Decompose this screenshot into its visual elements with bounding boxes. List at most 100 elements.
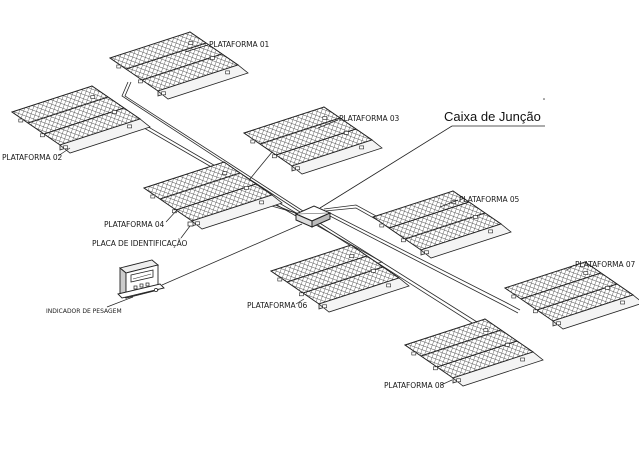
platform-02-foot: [127, 124, 132, 129]
platform-02-module-joint: [43, 107, 125, 135]
id-plate-label: PLACA DE IDENTIFICAÇÃO: [92, 239, 188, 248]
label-platform-06: PLATAFORMA 06: [247, 301, 308, 310]
platform-03-module-joint: [275, 128, 357, 156]
label-platform-08: PLATAFORMA 08: [384, 381, 445, 390]
platform-03-foot: [344, 131, 349, 135]
platform-04-foot: [259, 200, 264, 205]
stray-dot: [543, 98, 545, 100]
platform-04-foot: [222, 171, 228, 175]
leader-platform-03: [317, 119, 339, 129]
platform-05-foot: [401, 238, 406, 243]
platform-07-foot: [556, 321, 561, 326]
platform-labels: PLATAFORMA 01 PLATAFORMA 02 PLATAFORMA 0…: [2, 40, 636, 390]
platform-01-module-joint: [125, 42, 207, 70]
platform-03-foot: [359, 145, 364, 150]
indicator-leader: [106, 296, 134, 308]
platform-05: [371, 190, 512, 259]
platform-01-foot: [116, 64, 122, 69]
platform-04-module-joint: [175, 183, 257, 211]
platform-08-foot: [433, 366, 438, 371]
platform-08-foot: [520, 357, 525, 362]
platform-06: [269, 244, 410, 313]
label-platform-04: PLATAFORMA 04: [104, 220, 165, 229]
platforms-group: [10, 31, 639, 387]
junction-box: [294, 205, 332, 228]
junction-box-label: Caixa de Junção: [444, 109, 541, 124]
platform-08-module-joint: [436, 340, 518, 368]
platform-06-module-joint: [302, 266, 384, 294]
platform-05-foot: [424, 250, 429, 255]
platform-05-foot: [379, 223, 385, 228]
platform-01-foot: [188, 41, 194, 45]
platform-08-foot: [505, 343, 510, 347]
platform-01-foot: [138, 79, 143, 84]
platform-03: [242, 106, 383, 175]
platform-03-foot: [250, 139, 256, 144]
platform-06-foot: [371, 269, 376, 273]
indicator-label: INDICADOR DE PESAGEM: [46, 308, 122, 315]
id-plate-marker: [187, 221, 194, 227]
platform-07-foot: [533, 309, 538, 314]
platform-06-foot: [349, 254, 355, 258]
platform-01-foot: [210, 56, 215, 60]
platform-03-module-joint: [259, 117, 341, 145]
platform-05-foot: [488, 229, 493, 234]
platform-07-ramp: [552, 294, 639, 330]
leader-platform-06: [295, 298, 305, 305]
platform-08-foot: [483, 328, 489, 332]
platform-07-foot: [583, 271, 589, 275]
cable-indicator: [161, 223, 303, 286]
platform-06-foot: [299, 292, 304, 297]
platform-06-foot: [322, 304, 327, 309]
platform-04: [142, 161, 283, 230]
platform-07-foot: [605, 286, 610, 290]
platform-02-foot: [90, 95, 96, 99]
leader-platform-01: [184, 44, 209, 53]
platform-03-foot: [295, 166, 300, 171]
leader-platform-04: [165, 209, 178, 223]
platform-02: [10, 85, 151, 154]
id-plate-leader: [180, 225, 191, 239]
platform-01-module-joint: [141, 53, 223, 81]
leader-platform-05: [439, 199, 459, 208]
leader-platform-08: [440, 379, 453, 386]
platform-04-module-joint: [159, 172, 241, 200]
platform-02-foot: [63, 145, 68, 150]
leader-platform-02: [57, 147, 71, 157]
platform-07-foot: [620, 300, 625, 305]
platform-02-module-joint: [27, 96, 109, 124]
label-platform-01: PLATAFORMA 01: [209, 40, 270, 49]
platform-05-foot: [473, 215, 478, 219]
platform-02-foot: [112, 110, 117, 114]
platform-03-foot: [272, 154, 277, 159]
platform-07-module-joint: [520, 272, 602, 300]
platform-08-foot: [411, 351, 417, 356]
weighing-indicator: [117, 259, 165, 299]
platform-04-foot: [195, 221, 200, 226]
platform-07-foot: [511, 294, 517, 299]
label-platform-07: PLATAFORMA 07: [575, 260, 636, 269]
platform-02-foot: [40, 133, 45, 138]
label-platform-05: PLATAFORMA 05: [459, 195, 520, 204]
platform-08-foot: [456, 378, 461, 383]
platform-01: [108, 31, 249, 100]
platform-01-foot: [225, 70, 230, 75]
platform-06-module-joint: [286, 255, 368, 283]
platform-08-module-joint: [420, 329, 502, 357]
platform-05-module-joint: [404, 212, 486, 240]
platform-07: [503, 261, 639, 330]
platform-06-foot: [277, 277, 283, 282]
platform-04-foot: [244, 186, 249, 190]
platform-05-module-joint: [388, 201, 470, 229]
label-platform-03: PLATAFORMA 03: [339, 114, 400, 123]
platform-02-foot: [18, 118, 24, 123]
platform-07-module-joint: [536, 283, 618, 311]
cable-platform-07: [327, 211, 521, 311]
platform-06-foot: [386, 283, 391, 288]
platform-01-foot: [161, 91, 166, 96]
junction-box-leader: [319, 125, 453, 209]
cable-platform-01-b: [124, 81, 304, 212]
platform-03-foot: [322, 116, 328, 120]
